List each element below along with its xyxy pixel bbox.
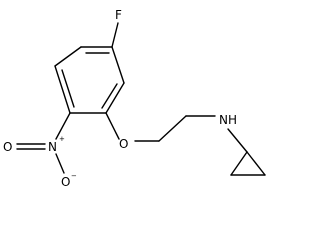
ring-bond-upper-right (111, 46, 125, 84)
benzene-ring (54, 46, 125, 114)
structure-svg: F N + O O − O NH (3, 8, 266, 189)
bond-amine-cyclopropyl (227, 128, 248, 153)
molecule-drawing: F N + O O − O NH (3, 8, 266, 189)
ring-bond-top-left (54, 46, 82, 67)
ring-bond-lower-right (105, 82, 125, 114)
ring-double-lower-right (101, 83, 118, 109)
bond-ring-fluorine (111, 22, 119, 48)
fluorine-label: F (115, 8, 122, 22)
cyclopropyl-ring (230, 151, 266, 176)
amine-label: NH (219, 113, 237, 127)
cyclopropyl-bond-right (246, 151, 266, 176)
bond-nitro-oxygen-bottom (55, 153, 65, 174)
cyclopropyl-bond-left (230, 151, 248, 176)
nitro-plus-charge: + (59, 135, 65, 143)
nitro-oxygen-bottom-label: O (61, 175, 70, 189)
ether-oxygen-label: O (119, 137, 128, 151)
bond-ring-nitro (55, 112, 71, 140)
nitro-oxygen-left-label: O (3, 140, 12, 154)
nitro-nitrogen-label: N (48, 140, 57, 154)
oxygen-minus-charge: − (71, 172, 77, 180)
ring-bond-left (54, 65, 71, 114)
bond-ch2-ch2 (158, 115, 187, 142)
bond-ring-ether-oxygen (105, 112, 120, 140)
ring-double-left (61, 69, 75, 108)
